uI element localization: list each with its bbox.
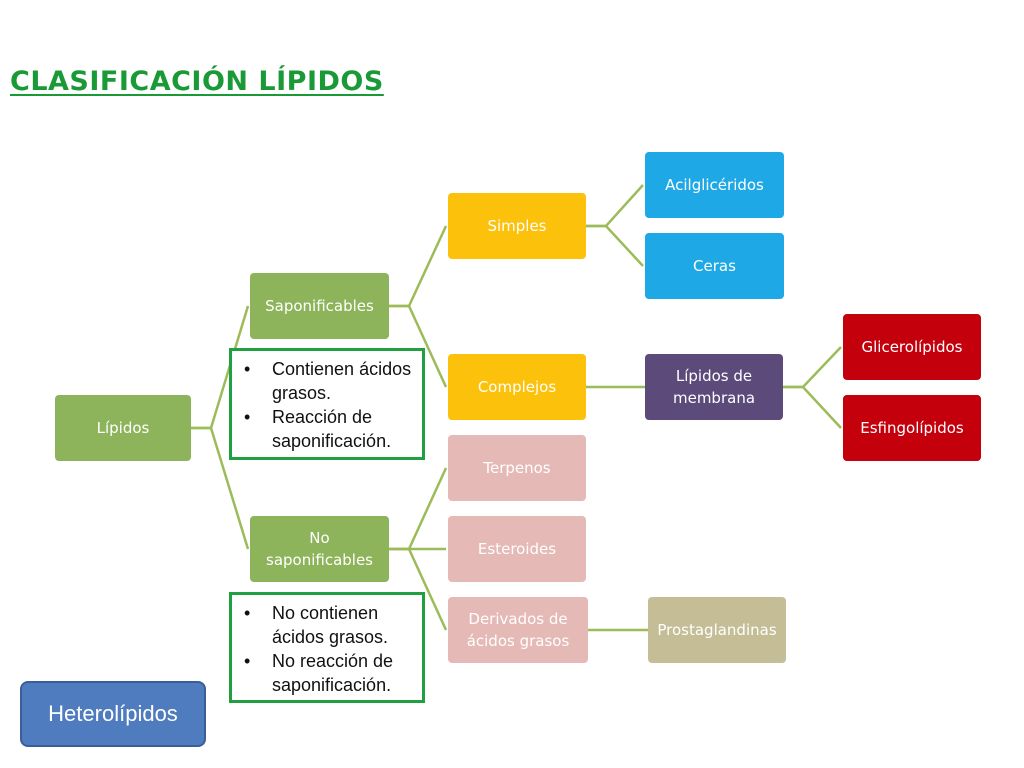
note-item: No contienen ácidos grasos. [238, 601, 418, 649]
node-prostaglandinas: Prostaglandinas [648, 597, 786, 663]
node-simples: Simples [448, 193, 586, 259]
heterolipidos-box: Heterolípidos [20, 681, 206, 747]
node-derivados: Derivados de ácidos grasos [448, 597, 588, 663]
connector-nosap-derivados [389, 547, 448, 631]
note-item: Contienen ácidos grasos. [238, 357, 418, 405]
note-item: Reacción de saponificación. [238, 405, 418, 453]
connector-membrana-esfingolipidos [783, 385, 842, 429]
note-saponificables: Contienen ácidos grasos. Reacción de sap… [229, 348, 425, 460]
node-glicerolipidos: Glicerolípidos [843, 314, 981, 380]
node-terpenos: Terpenos [448, 435, 586, 501]
node-complejos: Complejos [448, 354, 586, 420]
node-no-saponificables: No saponificables [250, 516, 389, 582]
connector-membrana-glicerolipidos [783, 346, 842, 389]
node-esteroides: Esteroides [448, 516, 586, 582]
node-acilgliceridos: Acilglicéridos [645, 152, 784, 218]
node-saponificables: Saponificables [250, 273, 389, 339]
connector-saponificables-complejos [389, 304, 448, 388]
connector-simples-acilgliceridos [586, 184, 644, 228]
connector-saponificables-simples [389, 225, 448, 308]
connector-nosap-terpenos [389, 467, 448, 551]
connector-simples-ceras [586, 224, 644, 267]
connector-lipidos-nosaponificables [191, 426, 250, 550]
node-lipidos-membrana: Lípidos de membrana [645, 354, 783, 420]
node-lipidos: Lípidos [55, 395, 191, 461]
note-no-saponificables: No contienen ácidos grasos. No reacción … [229, 592, 425, 703]
node-esfingolipidos: Esfingolípidos [843, 395, 981, 461]
node-ceras: Ceras [645, 233, 784, 299]
page-title: CLASIFICACIÓN LÍPIDOS [10, 66, 384, 97]
note-item: No reacción de saponificación. [238, 649, 418, 697]
